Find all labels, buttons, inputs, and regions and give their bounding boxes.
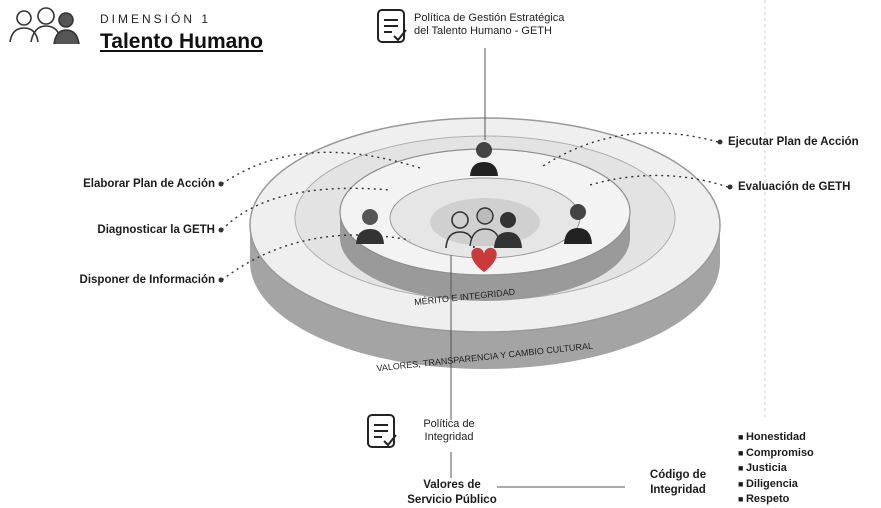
codigo-line1: Código de bbox=[649, 469, 707, 481]
heart-icon bbox=[471, 247, 497, 272]
policy-integridad-line1: Política de bbox=[423, 418, 475, 430]
step-connectors bbox=[221, 132, 729, 281]
step-disponer: Disponer de Información bbox=[79, 274, 215, 286]
valores-line1: Valores de bbox=[423, 479, 481, 491]
step-diagnosticar: Diagnosticar la GETH bbox=[97, 224, 215, 236]
codigo-line2: Integridad bbox=[650, 484, 706, 496]
step-elaborar: Elaborar Plan de Acción bbox=[83, 178, 215, 190]
dimension-title: Talento Humano bbox=[100, 30, 263, 53]
step-ejecutar: Ejecutar Plan de Acción bbox=[728, 136, 859, 148]
valores-servicio: Valores de Servicio Público bbox=[392, 478, 512, 508]
policy-geth-line2: del Talento Humano - GETH bbox=[414, 25, 552, 37]
list-item: Compromiso bbox=[738, 446, 814, 462]
policy-integridad-line2: Integridad bbox=[424, 431, 474, 443]
codigo-integridad: Código de Integridad bbox=[636, 468, 720, 498]
list-item: Justicia bbox=[738, 461, 814, 477]
policy-integridad: Política de Integridad bbox=[404, 418, 494, 444]
policy-geth-line1: Política de Gestión Estratégica bbox=[414, 12, 565, 24]
document-check-icon bbox=[377, 9, 407, 43]
policy-geth: Política de Gestión Estratégica del Tale… bbox=[414, 12, 564, 38]
worker-icon-right bbox=[564, 204, 592, 244]
connector-dots bbox=[218, 139, 733, 283]
worker-icon-left bbox=[356, 209, 384, 244]
worker-icon-top bbox=[470, 142, 498, 176]
list-item: Diligencia bbox=[738, 477, 814, 493]
dimension-label: DIMENSIÓN 1 bbox=[100, 12, 212, 26]
step-evaluacion: Evaluación de GETH bbox=[738, 181, 851, 193]
document-check-icon bbox=[367, 414, 397, 448]
values-list: Honestidad Compromiso Justicia Diligenci… bbox=[738, 430, 814, 508]
valores-line2: Servicio Público bbox=[407, 494, 497, 506]
people-group-icon bbox=[9, 7, 80, 45]
list-item: Honestidad bbox=[738, 430, 814, 446]
center-people-icon bbox=[445, 207, 522, 249]
list-item: Respeto bbox=[738, 492, 814, 508]
